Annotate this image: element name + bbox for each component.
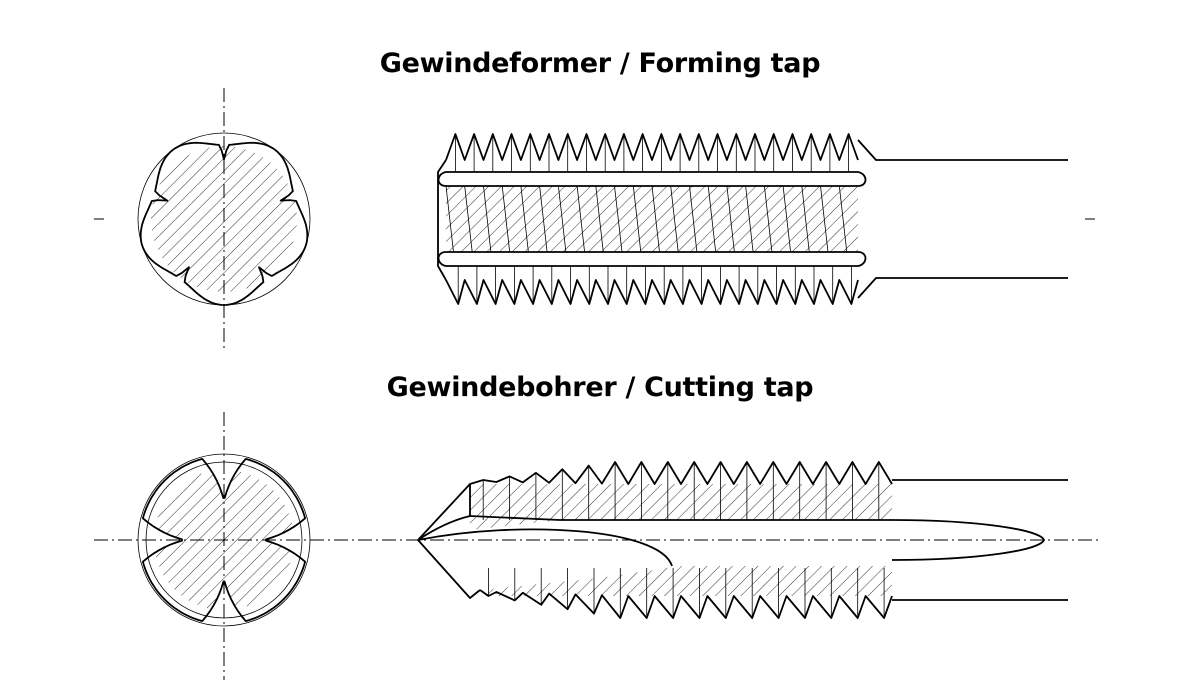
cutting-thread-flank-line (878, 462, 885, 618)
forming-side-core-area (446, 186, 858, 252)
forming-core-flank-line (501, 185, 511, 253)
forming-thread-flank-line (492, 134, 496, 304)
cutting-thread-flank-line (799, 462, 806, 618)
forming-section-hatched-core (151, 146, 297, 292)
cutting-thread-flank-line (641, 462, 648, 618)
forming-core-flank-line (764, 185, 773, 253)
forming-side-thread-flank-lines (455, 134, 852, 304)
forming-thread-flank-line (829, 134, 834, 304)
forming-core-flank-line (464, 185, 473, 253)
cutting-thread-flank-line (561, 469, 568, 610)
forming-tap-title: Gewindeformer / Forming tap (379, 48, 821, 79)
forming-thread-flank-line (679, 134, 684, 304)
forming-core-flank-line (801, 185, 810, 253)
cutting-side-point-lower (417, 539, 481, 599)
forming-thread-flank-line (511, 134, 515, 304)
forming-thread-flank-line (586, 134, 590, 304)
cutting-tap-cross-section (137, 412, 311, 680)
forming-side-lower-groove (437, 251, 867, 267)
forming-thread-flank-line (848, 134, 852, 304)
forming-core-flank-line (707, 185, 717, 253)
forming-thread-flank-line (529, 134, 534, 304)
forming-core-flank-line (614, 185, 623, 253)
cutting-thread-flank-line (746, 462, 753, 618)
forming-side-shank-bottom (857, 277, 1068, 299)
forming-core-flank-line (838, 185, 848, 253)
forming-thread-flank-line (623, 134, 628, 304)
forming-thread-flank-line (567, 134, 571, 304)
forming-core-flank-line (632, 185, 642, 253)
cutting-thread-flank-line (693, 462, 700, 618)
cutting-section-fluted-profile (142, 458, 306, 622)
forming-side-core-flank-lines (445, 185, 848, 253)
cutting-side-flute-top-edge (469, 515, 892, 521)
forming-core-flank-line (483, 185, 492, 253)
forming-thread-flank-line (754, 134, 759, 304)
cutting-tap-side-view (417, 461, 1068, 619)
forming-thread-flank-line (717, 134, 721, 304)
cutting-side-lower-hatch (480, 566, 892, 596)
forming-core-flank-line (670, 185, 679, 253)
forming-tap-cross-section (94, 88, 311, 352)
cutting-thread-flank-line (667, 462, 674, 618)
cutting-side-bottom-thread (479, 589, 893, 619)
forming-core-flank-line (539, 185, 548, 253)
forming-thread-flank-line (661, 134, 665, 304)
cutting-thread-flank-line (825, 462, 832, 618)
forming-side-upper-groove (437, 171, 867, 187)
cutting-thread-flank-line (772, 462, 779, 618)
forming-thread-flank-line (698, 134, 702, 304)
forming-core-flank-line (782, 185, 791, 253)
cutting-thread-flank-line (852, 462, 859, 618)
cutting-thread-flank-line (720, 462, 727, 618)
cutting-side-chamfer-curve (417, 528, 673, 567)
cutting-side-point-upper (417, 483, 471, 541)
forming-thread-flank-line (473, 134, 478, 304)
cutting-thread-flank-line (482, 480, 489, 596)
forming-core-flank-line (520, 185, 529, 253)
forming-core-flank-line (595, 185, 604, 253)
forming-thread-flank-line (642, 134, 646, 304)
cutting-side-thread-flank-lines (482, 462, 885, 618)
forming-core-flank-line (745, 185, 754, 253)
forming-thread-flank-line (792, 134, 796, 304)
forming-thread-flank-line (604, 134, 609, 304)
forming-thread-flank-line (455, 134, 459, 304)
forming-tap-side-view (437, 133, 1095, 305)
forming-side-shank-top (857, 139, 1068, 161)
forming-thread-flank-line (735, 134, 740, 304)
cutting-side-flute-runout (891, 519, 1045, 561)
cutting-thread-flank-line (509, 476, 516, 601)
forming-core-flank-line (558, 185, 567, 253)
forming-side-front-chamfer (437, 159, 447, 281)
cutting-tap-title: Gewindebohrer / Cutting tap (386, 372, 814, 403)
forming-section-lobed-profile (139, 141, 309, 306)
cutting-thread-flank-line (614, 462, 621, 618)
forming-side-bottom-thread (445, 279, 859, 305)
cutting-side-top-thread (469, 461, 893, 485)
forming-thread-flank-line (810, 134, 815, 304)
forming-core-flank-line (820, 185, 829, 253)
cutting-thread-flank-line (588, 465, 595, 614)
cutting-side-upper-hatch (470, 484, 892, 530)
forming-core-flank-line (651, 185, 660, 253)
forming-side-top-thread (445, 133, 859, 161)
cutting-thread-flank-line (535, 472, 542, 605)
forming-core-flank-line (445, 185, 454, 253)
forming-thread-flank-line (773, 134, 777, 304)
forming-core-flank-line (576, 185, 585, 253)
forming-thread-flank-line (548, 134, 553, 304)
forming-core-flank-line (689, 185, 698, 253)
forming-core-flank-line (726, 185, 735, 253)
